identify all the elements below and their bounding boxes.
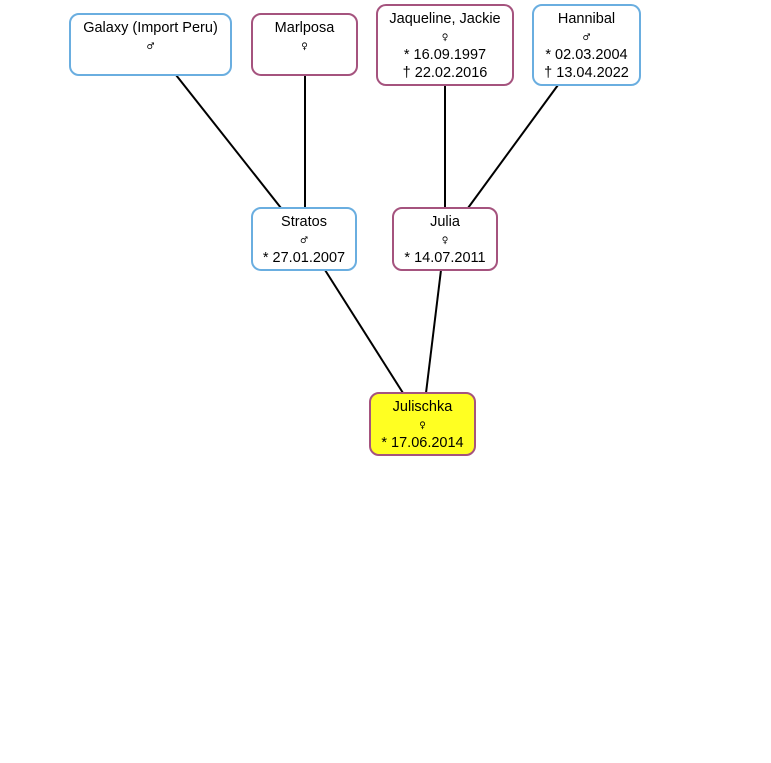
node-stratos-sex: ♂ (300, 236, 308, 246)
node-jaqueline-box (376, 4, 514, 86)
node-galaxy[interactable]: Galaxy (Import Peru) ♂ (69, 13, 232, 76)
node-marlposa-sex: ♀ (301, 42, 308, 52)
node-jaqueline-sex: ♀ (442, 33, 449, 43)
node-marlposa-box (251, 13, 358, 76)
node-julischka-box (369, 392, 476, 456)
node-stratos[interactable]: Stratos ♂ * 27.01.2007 (251, 207, 357, 271)
node-marlposa[interactable]: Marlposa ♀ (251, 13, 358, 76)
node-jaqueline[interactable]: Jaqueline, Jackie ♀ * 16.09.1997 † 22.02… (376, 4, 514, 86)
node-stratos-box (251, 207, 357, 271)
node-julia-name: Julia (430, 214, 461, 230)
node-hannibal-name: Hannibal (558, 11, 615, 27)
node-galaxy-name: Galaxy (Import Peru) (83, 20, 218, 36)
node-julischka[interactable]: Julischka ♀ * 17.06.2014 (369, 392, 476, 456)
node-hannibal[interactable]: Hannibal ♂ * 02.03.2004 † 13.04.2022 (532, 4, 641, 86)
node-stratos-name: Stratos (281, 214, 327, 230)
edges (175, 74, 559, 394)
node-jaqueline-birth: * 16.09.1997 (404, 47, 486, 63)
node-julia[interactable]: Julia ♀ * 14.07.2011 (392, 207, 498, 271)
node-julia-box (392, 207, 498, 271)
node-jaqueline-death: † 22.02.2016 (403, 65, 488, 81)
node-galaxy-box (69, 13, 232, 76)
node-julischka-sex: ♀ (419, 421, 426, 431)
node-stratos-birth: * 27.01.2007 (263, 250, 345, 266)
node-galaxy-sex: ♂ (146, 42, 154, 52)
node-hannibal-birth: * 02.03.2004 (545, 47, 627, 63)
edge-galaxy-stratos (175, 74, 282, 209)
node-hannibal-death: † 13.04.2022 (544, 65, 629, 81)
node-julischka-birth: * 17.06.2014 (381, 435, 463, 451)
edge-hannibal-julia (467, 84, 559, 209)
node-marlposa-name: Marlposa (275, 20, 336, 36)
node-hannibal-sex: ♂ (582, 33, 590, 43)
edge-julia-julischka (425, 269, 442, 394)
node-jaqueline-name: Jaqueline, Jackie (389, 11, 500, 27)
node-julischka-name: Julischka (393, 399, 454, 415)
node-hannibal-box (532, 4, 641, 86)
edge-stratos-julischka (324, 269, 404, 394)
node-julia-sex: ♀ (442, 236, 449, 246)
node-julia-birth: * 14.07.2011 (404, 250, 485, 266)
